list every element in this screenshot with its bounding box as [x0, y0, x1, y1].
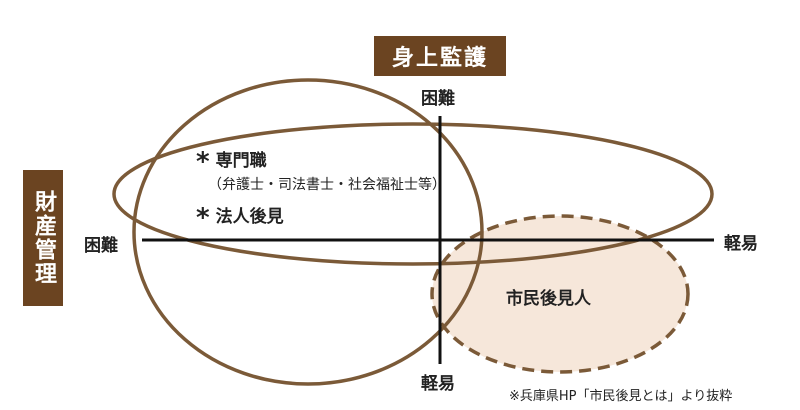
entry-corporate-guardian: * 法人後見: [196, 201, 284, 231]
axis-label-bottom: 軽易: [421, 374, 455, 394]
axis-label-top: 困難: [421, 89, 455, 109]
property-management-ellipse: [112, 122, 714, 266]
axis-label-right: 軽易: [724, 234, 758, 254]
entry-professional-label: 専門職: [215, 150, 267, 171]
citizen-guardian-label: 市民後見人: [506, 289, 591, 309]
asterisk-icon: *: [196, 203, 210, 233]
entry-corporate-guardian-label: 法人後見: [215, 206, 284, 227]
axis-label-left: 困難: [84, 236, 118, 256]
personal-care-ellipse: [132, 78, 484, 386]
source-footnote: ※兵庫県HP「市民後見とは」より抜粋: [509, 389, 733, 404]
entry-professional-sub: （弁護士・司法書士・社会福祉士等）: [208, 177, 446, 193]
entry-professional: * 専門職: [196, 145, 267, 175]
asterisk-icon: *: [196, 147, 210, 177]
citizen-guardian-ellipse: [430, 214, 690, 374]
personal-care-title: 身上監護: [374, 36, 506, 76]
property-management-title: 財産管理: [23, 170, 63, 306]
